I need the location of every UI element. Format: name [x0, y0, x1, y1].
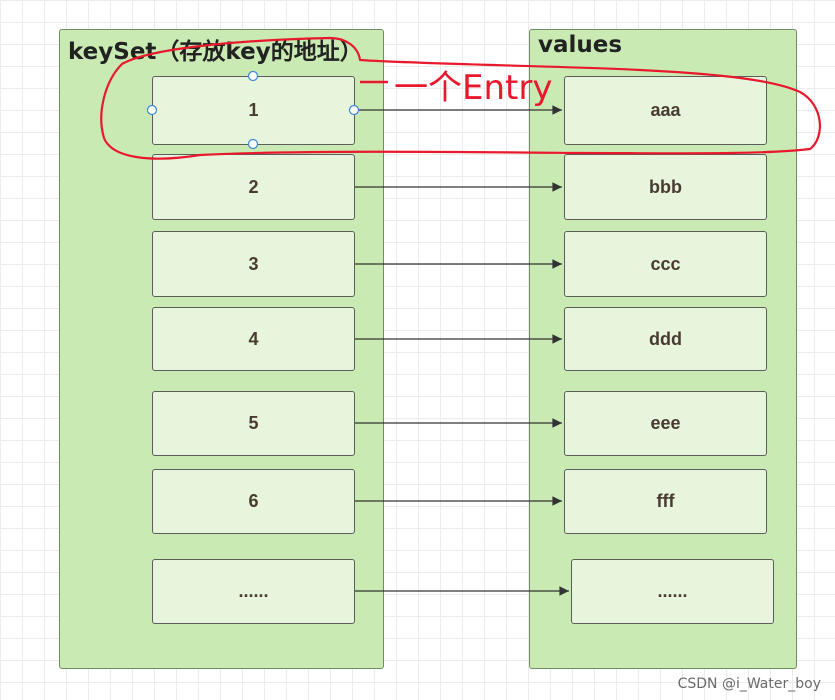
- key-box-6[interactable]: 6: [152, 469, 355, 534]
- entry-red-outline: [100, 36, 822, 160]
- value-box-more[interactable]: ......: [571, 559, 774, 624]
- key-box-more[interactable]: ......: [152, 559, 355, 624]
- value-box-ccc[interactable]: ccc: [564, 231, 767, 297]
- selection-handles[interactable]: [146, 70, 360, 150]
- key-box-3[interactable]: 3: [152, 231, 355, 297]
- connector-arrows: [355, 105, 570, 596]
- watermark: CSDN @i_Water_boy: [677, 676, 821, 692]
- handle-bottom[interactable]: [247, 138, 259, 150]
- key-box-4[interactable]: 4: [152, 307, 355, 371]
- handle-top[interactable]: [247, 70, 259, 82]
- handle-left[interactable]: [146, 104, 158, 116]
- key-box-1[interactable]: 1: [152, 76, 355, 145]
- values-title: values: [538, 32, 623, 58]
- key-box-2[interactable]: 2: [152, 154, 355, 220]
- value-box-fff[interactable]: fff: [564, 469, 767, 534]
- value-box-bbb[interactable]: bbb: [564, 154, 767, 220]
- entry-annotation: 一个Entry: [394, 68, 553, 108]
- value-box-eee[interactable]: eee: [564, 391, 767, 456]
- value-box-ddd[interactable]: ddd: [564, 307, 767, 371]
- value-box-aaa[interactable]: aaa: [564, 76, 767, 145]
- key-box-5[interactable]: 5: [152, 391, 355, 456]
- handle-right[interactable]: [348, 104, 360, 116]
